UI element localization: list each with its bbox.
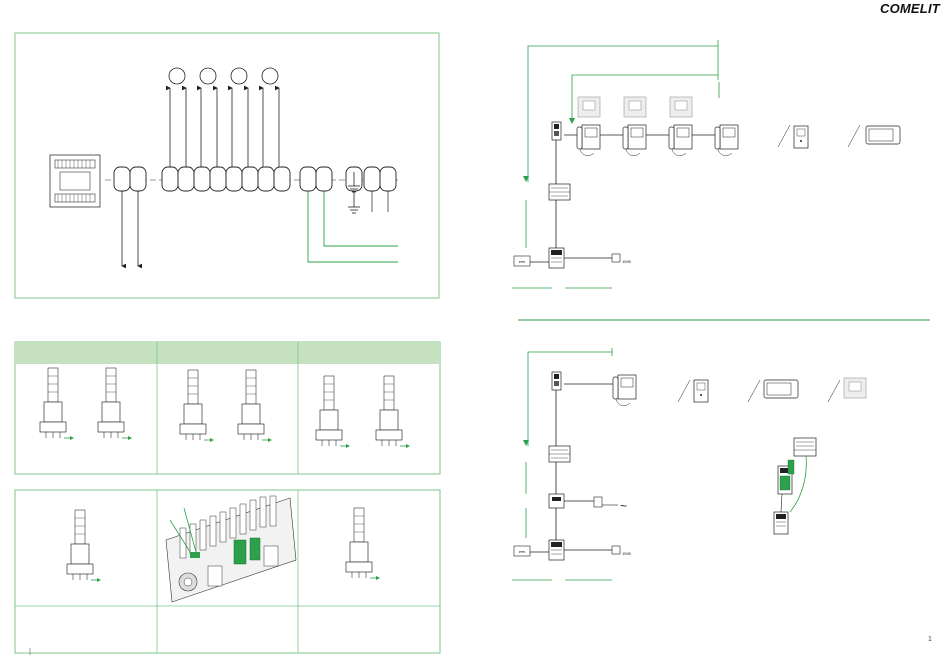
jumper-icon [98, 368, 130, 438]
lock-release-icon: 1595 [612, 546, 632, 556]
switcher-unit-icon [549, 248, 564, 268]
jumper-icon [180, 370, 212, 440]
device-circle [169, 68, 185, 84]
side-wires [372, 191, 388, 212]
handset-monitor-icon [715, 125, 738, 156]
terminal [130, 167, 146, 191]
jumper-location-table [15, 490, 440, 653]
output-arrows [170, 88, 279, 167]
relay-unit-icon [549, 494, 564, 508]
terminal [300, 167, 316, 191]
handset-monitor-icon [623, 125, 646, 156]
device-circles [169, 68, 278, 84]
dc-power-icon: ⎓ [514, 546, 530, 556]
power-supply-unit-icon [50, 155, 100, 207]
lock-release-icon: 1595 [612, 254, 632, 264]
handset-monitor-icon [669, 125, 692, 156]
terminal [274, 167, 290, 191]
entrance-panel-icon [552, 122, 561, 140]
module-stack-illustration [774, 438, 816, 534]
input-arrows [122, 191, 138, 266]
wide-screen-monitor-icon [764, 380, 798, 398]
terminal [364, 167, 380, 191]
transformer-icon: ~ [594, 497, 627, 513]
terminal [178, 167, 194, 191]
ac-symbol: ~ [620, 499, 627, 513]
device-circle [231, 68, 247, 84]
jumper-icon [346, 508, 378, 578]
table-header-row [15, 342, 440, 364]
terminal [226, 167, 242, 191]
terminal [380, 167, 396, 191]
jumper-settings-table [15, 342, 440, 474]
dc-symbol: ⎓ [519, 547, 526, 556]
code-label: 1595 [622, 551, 632, 556]
power-supply-icon [549, 184, 570, 200]
jumper-icon [40, 368, 72, 438]
terminal-wiring-panel [15, 33, 439, 298]
handset-monitor-icon [613, 375, 636, 406]
handset-monitor-icon [577, 125, 600, 156]
jumper-icon [376, 376, 408, 446]
dc-symbol: ⎓ [519, 257, 526, 266]
terminal [258, 167, 274, 191]
power-supply-icon [549, 446, 570, 462]
jumper-icon [238, 370, 270, 440]
page-number: 1 [928, 636, 932, 643]
terminal [162, 167, 178, 191]
system-diagram-bottom: ~ ⎓ 1595 [512, 348, 866, 580]
green-wires [308, 191, 398, 262]
terminal [194, 167, 210, 191]
terminal [242, 167, 258, 191]
jumper-icon [67, 510, 99, 580]
code-label: 1595 [622, 259, 632, 264]
system-diagram-top: ⎓ 1595 [512, 40, 900, 288]
hands-free-monitor-icon [694, 380, 708, 402]
device-circle [262, 68, 278, 84]
entrance-panel-icon [552, 372, 561, 390]
device-circle [200, 68, 216, 84]
switcher-unit-icon [549, 540, 564, 560]
monitor-housing-icon [844, 378, 866, 398]
hands-free-monitor-icon [794, 126, 808, 148]
circuit-board-illustration [166, 496, 296, 602]
dc-power-icon: ⎓ [514, 256, 530, 266]
terminal [210, 167, 226, 191]
terminal [114, 167, 130, 191]
wide-screen-monitor-icon [866, 126, 900, 144]
terminal [316, 167, 332, 191]
jumper-icon [316, 376, 348, 446]
